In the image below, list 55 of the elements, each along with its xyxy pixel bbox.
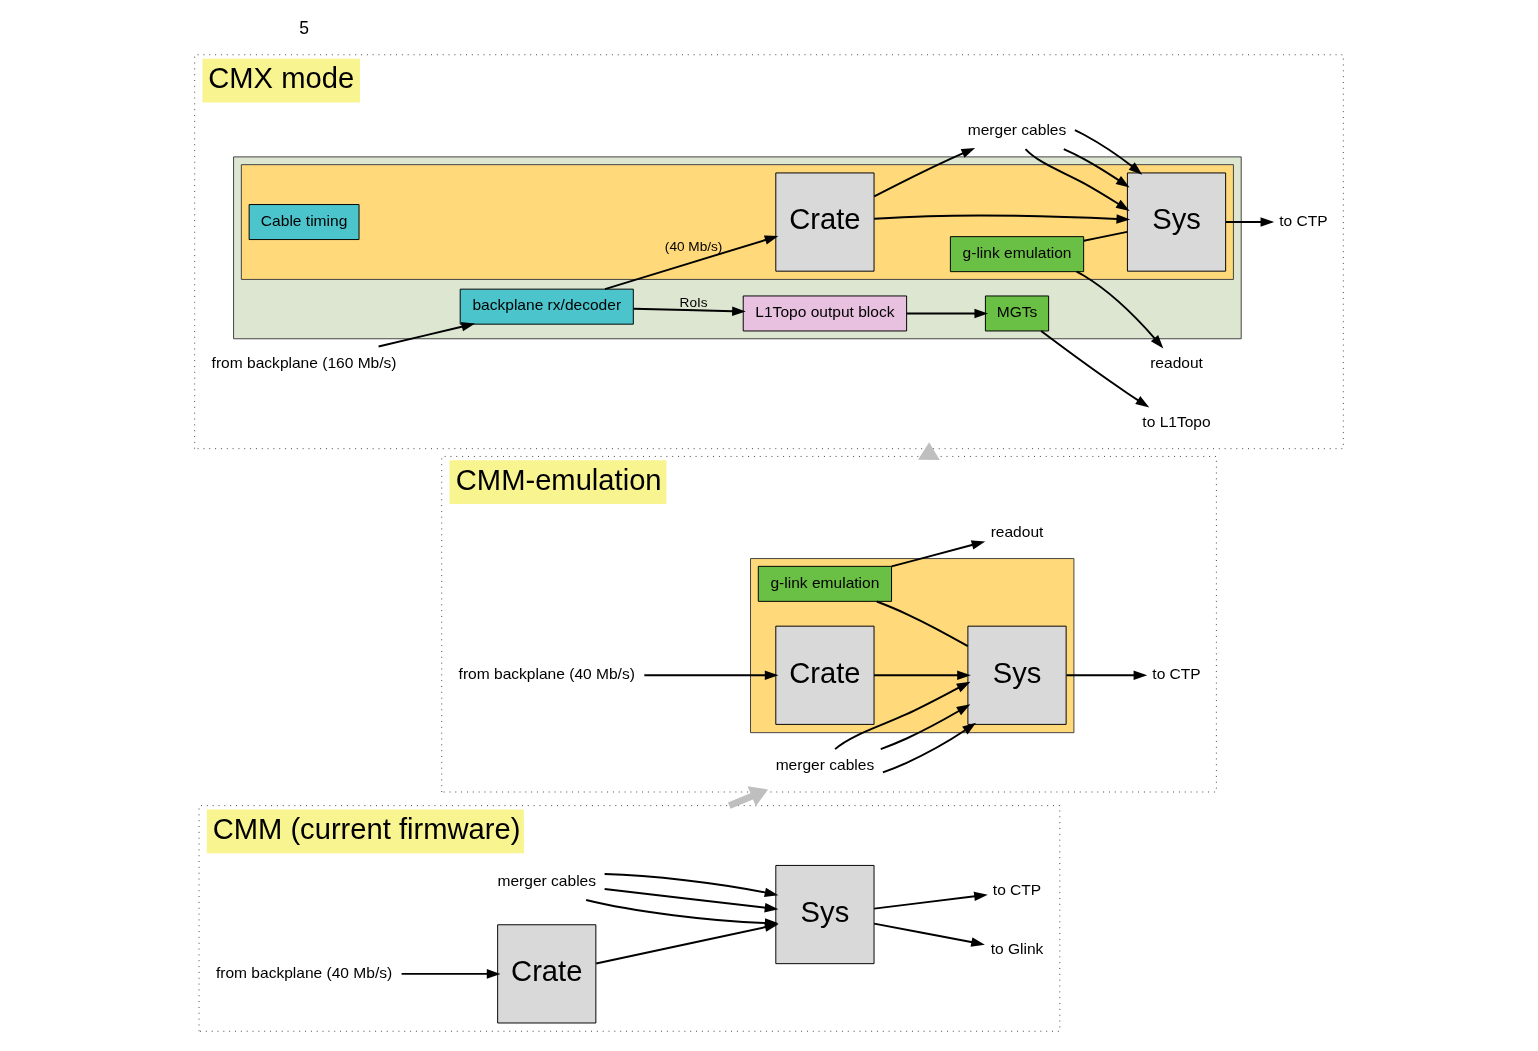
arrow <box>873 148 976 198</box>
node-text: readout <box>1150 353 1203 371</box>
arrow <box>595 922 779 965</box>
arrow <box>643 670 779 681</box>
node-text: from backplane (40 Mb/s) <box>215 963 393 981</box>
connector <box>875 600 969 648</box>
arrow <box>890 540 986 568</box>
arrow <box>873 891 988 910</box>
node-box: L1Topo output block <box>742 295 908 332</box>
node-box: Sys <box>967 625 1067 725</box>
arrow <box>1075 270 1164 349</box>
arrow <box>873 214 1131 224</box>
arrow <box>604 235 779 291</box>
arrow <box>1065 670 1148 681</box>
arrow <box>727 786 769 809</box>
node-text: merger cables <box>497 872 597 890</box>
node-text: to CTP <box>992 880 1042 898</box>
node-box: g-link emulation <box>949 236 1085 273</box>
arrow <box>1224 217 1275 227</box>
label: 5 <box>299 17 309 38</box>
arrow <box>879 704 971 751</box>
arrow <box>1062 148 1130 188</box>
node-box: Sys <box>775 864 875 965</box>
node-text: to L1Topo <box>1142 413 1211 431</box>
node-box: Crate <box>497 924 597 1024</box>
node-box: Crate <box>775 172 875 272</box>
arrow <box>881 722 977 774</box>
node-box: Crate <box>775 625 875 725</box>
edge-label: (40 Mb/s) <box>664 239 723 255</box>
arrow <box>632 306 746 316</box>
node-text: readout <box>990 522 1044 540</box>
arrow <box>1040 330 1150 408</box>
arrow <box>603 888 779 913</box>
node-box: Cable timing <box>248 204 360 241</box>
node-text: merger cables <box>967 121 1067 139</box>
node-text: from backplane (160 Mb/s) <box>211 353 397 371</box>
arrow <box>905 308 989 319</box>
connector <box>1082 230 1129 242</box>
node-box: backplane rx/decoder <box>459 288 634 325</box>
arrow <box>377 322 476 348</box>
node-text: to CTP <box>1152 664 1201 682</box>
arrow <box>1073 129 1143 175</box>
arrow <box>873 670 971 681</box>
node-text: to Glink <box>990 940 1044 958</box>
node-text: to CTP <box>1279 211 1328 229</box>
arrow <box>603 873 779 898</box>
node-text: merger cables <box>775 756 875 774</box>
node-box: MGTs <box>984 295 1050 332</box>
node-box: Sys <box>1126 172 1227 272</box>
arrow <box>834 681 971 751</box>
node-text: from backplane (40 Mb/s) <box>458 664 635 682</box>
arrow <box>400 969 501 979</box>
arrow <box>873 922 985 947</box>
node-box: g-link emulation <box>757 565 893 602</box>
edge-label: RoIs <box>679 294 708 310</box>
